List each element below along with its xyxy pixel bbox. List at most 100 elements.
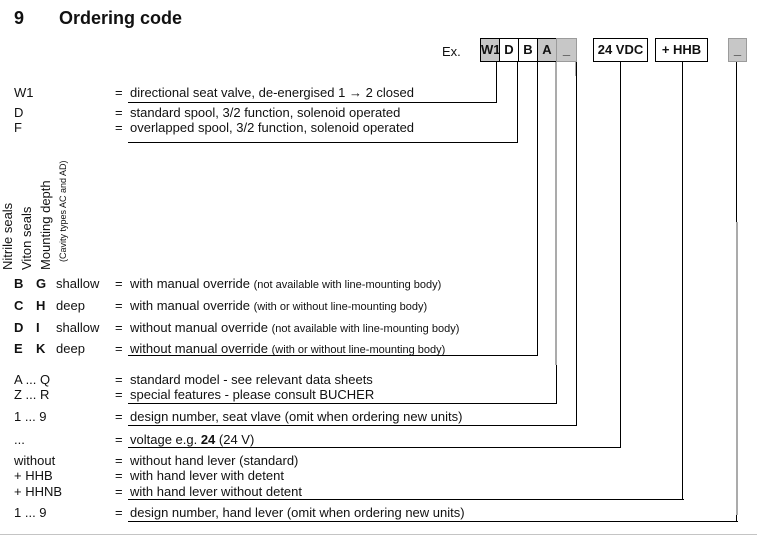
row-description: overlapped spool, 3/2 function, solenoid… xyxy=(130,120,415,135)
equals-sign: = xyxy=(115,320,123,335)
label-mounting-depth: Mounting depth xyxy=(38,180,53,270)
connector-hline-design-hand xyxy=(128,521,738,522)
equals-sign: = xyxy=(115,409,123,424)
equals-sign: = xyxy=(115,484,123,499)
desc-main: with manual override xyxy=(130,298,254,313)
code-box-w1: W1 xyxy=(480,38,501,62)
row-code: without xyxy=(14,453,56,468)
equals-sign: = xyxy=(115,372,123,387)
row-code: + HHB xyxy=(14,468,53,483)
connector-vline-design-hand-gray xyxy=(736,222,738,515)
row-code: F xyxy=(14,120,22,135)
example-label: Ex. xyxy=(442,44,461,59)
equals-sign: = xyxy=(115,105,123,120)
row-bg-shallow: B G shallow = with manual override (not … xyxy=(0,276,757,292)
row-code: 1 ... 9 xyxy=(14,505,47,520)
row-description: without manual override (not available w… xyxy=(130,320,459,337)
row-code: A ... Q xyxy=(14,372,51,387)
label-cavity-types: (Cavity types AC and AD) xyxy=(58,160,68,262)
row-hhb: + HHB = with hand lever with detent xyxy=(0,468,757,484)
code-box-blank-1: _ xyxy=(556,38,577,62)
code-box-handlever: + HHB xyxy=(655,38,708,62)
page-title: Ordering code xyxy=(59,8,183,28)
connector-vline-w1 xyxy=(496,62,497,102)
row-d: D = standard spool, 3/2 function, soleno… xyxy=(0,105,757,121)
desc-post: (24 V) xyxy=(215,432,255,447)
connector-hline-w1 xyxy=(128,102,497,103)
desc-main: with manual override xyxy=(130,276,254,291)
row-code: D xyxy=(14,105,24,120)
equals-sign: = xyxy=(115,432,123,447)
row-description: without hand lever (standard) xyxy=(130,453,299,468)
row-description: with hand lever with detent xyxy=(130,468,284,483)
code-box-voltage: 24 VDC xyxy=(593,38,648,62)
connector-vline-design-hand-top xyxy=(736,62,737,222)
desc-note: (not available with line-mounting body) xyxy=(253,279,442,291)
row-code-viton: K xyxy=(36,341,46,356)
equals-sign: = xyxy=(115,298,123,313)
row-depth: deep xyxy=(56,298,85,313)
row-code: + HHNB xyxy=(14,484,63,499)
row-description: special features - please consult BUCHER xyxy=(130,387,375,402)
row-code-viton: I xyxy=(36,320,40,335)
row-code: 1 ... 9 xyxy=(14,409,47,424)
code-box-d: D xyxy=(499,38,519,62)
row-description: design number, seat vlave (omit when ord… xyxy=(130,409,463,424)
row-description: standard spool, 3/2 function, solenoid o… xyxy=(130,105,401,120)
connector-vline-voltage xyxy=(620,62,621,447)
equals-sign: = xyxy=(115,468,123,483)
connector-vline-handlever xyxy=(682,62,683,499)
connector-hline-seals xyxy=(128,355,538,356)
connector-vline-seals xyxy=(537,62,538,355)
row-code: W1 xyxy=(14,85,34,100)
row-depth: shallow xyxy=(56,320,100,335)
connector-hline-design-seat xyxy=(128,425,577,426)
desc-pre: voltage e.g. xyxy=(130,432,201,447)
desc-note: (not available with line-mounting body) xyxy=(271,323,460,335)
connector-hline-model xyxy=(128,403,557,404)
equals-sign: = xyxy=(115,387,123,402)
page-bottom-rule xyxy=(0,534,757,535)
row-code: ... xyxy=(14,432,25,447)
row-code-viton: H xyxy=(36,298,46,313)
desc-note: (with or without line-mounting body) xyxy=(271,344,446,356)
row-special-features: Z ... R = special features - please cons… xyxy=(0,387,757,403)
connector-vline-model-gray xyxy=(555,62,557,365)
row-w1: W1 = directional seat valve, de-energise… xyxy=(0,85,757,101)
equals-sign: = xyxy=(115,341,123,356)
row-voltage: ... = voltage e.g. 24 (24 V) xyxy=(0,432,757,448)
row-description: with manual override (with or without li… xyxy=(130,298,427,315)
row-ch-deep: C H deep = with manual override (with or… xyxy=(0,298,757,314)
row-description: without manual override (with or without… xyxy=(130,341,445,358)
row-depth: shallow xyxy=(56,276,100,291)
connector-hline-spool xyxy=(128,142,518,143)
connector-vline-model xyxy=(556,365,557,403)
row-code-nitrile: C xyxy=(14,298,24,313)
row-hhnb: + HHNB = with hand lever without detent xyxy=(0,484,757,500)
equals-sign: = xyxy=(115,276,123,291)
row-design-number-hand-lever: 1 ... 9 = design number, hand lever (omi… xyxy=(0,505,757,521)
code-box-b: B xyxy=(518,38,538,62)
code-box-a: A xyxy=(537,38,557,62)
connector-vline-design-seat xyxy=(576,62,577,425)
label-viton-seals: Viton seals xyxy=(19,206,34,270)
equals-sign: = xyxy=(115,85,123,100)
connector-vline-spool xyxy=(517,62,518,142)
connector-hline-handlever xyxy=(128,499,684,500)
row-code-viton: G xyxy=(36,276,47,291)
row-code: Z ... R xyxy=(14,387,50,402)
connector-vline-design-hand-bottom xyxy=(736,515,737,521)
equals-sign: = xyxy=(115,120,123,135)
section-number: 9 xyxy=(14,8,25,28)
row-without-hand-lever: without = without hand lever (standard) xyxy=(0,453,757,469)
row-depth: deep xyxy=(56,341,85,356)
label-nitrile-seals: Nitrile seals xyxy=(0,202,15,270)
equals-sign: = xyxy=(115,505,123,520)
row-code-nitrile: E xyxy=(14,341,23,356)
row-description: with manual override (not available with… xyxy=(130,276,441,293)
desc-main: without manual override xyxy=(130,320,272,335)
code-box-blank-2: _ xyxy=(728,38,747,62)
row-standard-model: A ... Q = standard model - see relevant … xyxy=(0,372,757,388)
row-code-nitrile: B xyxy=(14,276,24,291)
